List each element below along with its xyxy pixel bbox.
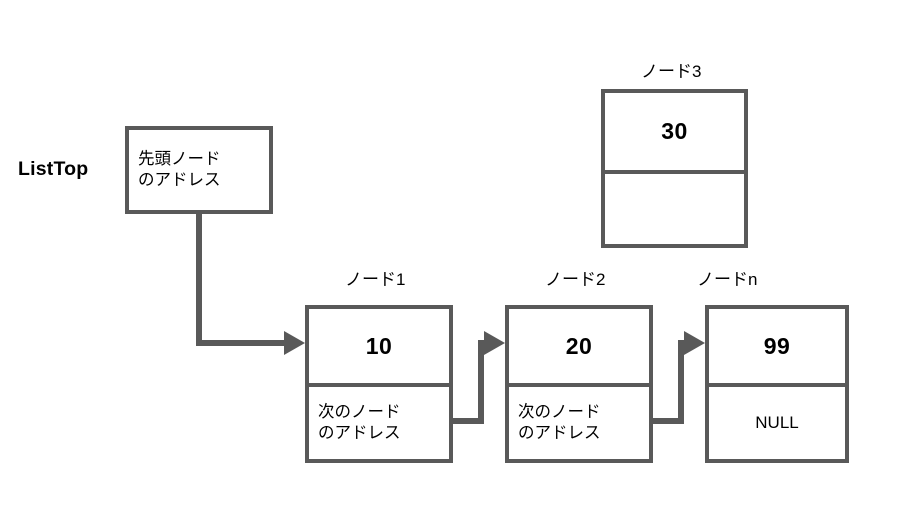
node2-address-cell: 次のノード のアドレス: [509, 387, 649, 459]
listtop-address-cell: 先頭ノード のアドレス: [129, 130, 269, 210]
node1-value-cell: 10: [309, 309, 449, 387]
node1-label: ノード1: [345, 270, 406, 289]
node2-value-text: 20: [565, 332, 593, 359]
node2-value-cell: 20: [509, 309, 649, 387]
listtop-connector-horizontal: [196, 340, 284, 346]
node1-address-text: 次のノード のアドレス: [318, 402, 401, 442]
node2-box: 20 次のノード のアドレス: [505, 305, 653, 463]
node3-address-cell: [605, 170, 744, 244]
noden-value-cell: 99: [709, 309, 845, 387]
node1-value-text: 10: [365, 332, 393, 359]
noden-value-text: 99: [763, 332, 791, 359]
node3-value-text: 30: [661, 118, 688, 144]
node3-box: 30: [601, 89, 748, 248]
listtop-box: 先頭ノード のアドレス: [125, 126, 273, 214]
node2-connector-vertical: [678, 340, 684, 424]
node1-address-cell: 次のノード のアドレス: [309, 387, 449, 459]
listtop-connector-arrowhead: [284, 331, 305, 355]
listtop-connector-vertical: [196, 213, 202, 346]
noden-address-text: NULL: [755, 413, 799, 433]
noden-box: 99 NULL: [705, 305, 849, 463]
node2-connector-arrowhead: [684, 331, 705, 355]
listtop-address-text: 先頭ノード のアドレス: [138, 149, 221, 189]
node1-connector-vertical: [478, 340, 484, 424]
node2-label: ノード2: [545, 270, 606, 289]
node3-label: ノード3: [641, 62, 702, 81]
node2-connector-horizontal: [653, 418, 684, 424]
node2-address-text: 次のノード のアドレス: [518, 402, 601, 442]
noden-address-cell: NULL: [709, 387, 845, 459]
noden-label: ノードn: [697, 270, 758, 289]
node1-box: 10 次のノード のアドレス: [305, 305, 453, 463]
node1-connector-horizontal: [453, 418, 484, 424]
node1-connector-arrowhead: [484, 331, 505, 355]
node3-value-cell: 30: [605, 93, 744, 174]
listtop-label: ListTop: [18, 158, 89, 180]
